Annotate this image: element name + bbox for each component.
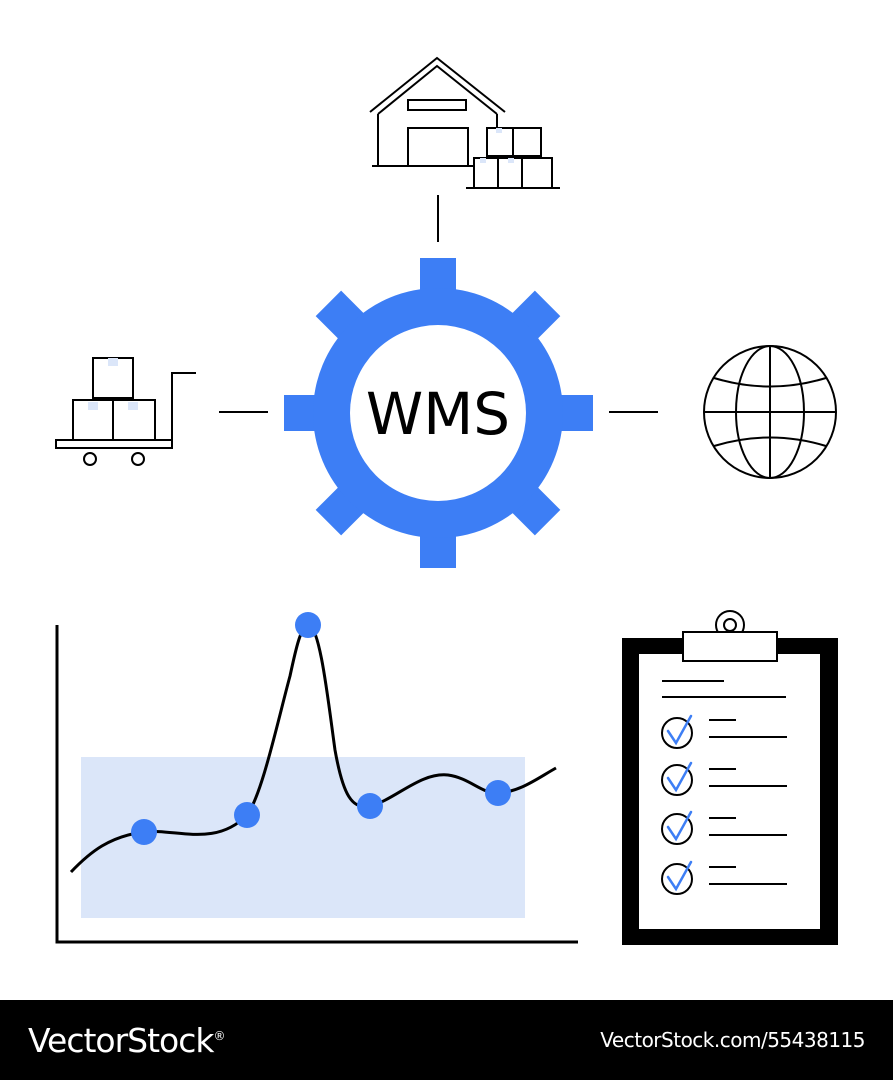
brand-logo: VectorStock® bbox=[28, 1020, 226, 1060]
warehouse-icon bbox=[369, 56, 560, 242]
chart-axes bbox=[55, 625, 578, 944]
chart-series-line bbox=[69, 623, 557, 874]
chart-point bbox=[357, 793, 383, 819]
clipboard-checklist-icon bbox=[622, 610, 838, 945]
illustration: WMS bbox=[55, 56, 838, 945]
globe-icon bbox=[609, 345, 837, 479]
gear-icon: WMS bbox=[284, 258, 593, 568]
brand-mark: ® bbox=[213, 1028, 226, 1043]
stock-id: VectorStock.com/55438115 bbox=[600, 1028, 865, 1052]
gear-label: WMS bbox=[366, 380, 510, 448]
chart-point bbox=[295, 612, 321, 638]
footer-bar: VectorStock® VectorStock.com/55438115 bbox=[0, 1000, 893, 1080]
chart-point bbox=[131, 819, 157, 845]
hand-truck-icon bbox=[55, 357, 268, 466]
chart-point bbox=[234, 802, 260, 828]
checkmark-icon bbox=[666, 714, 693, 892]
line-chart-icon bbox=[55, 612, 578, 944]
chart-point bbox=[485, 780, 511, 806]
brand-name: VectorStock bbox=[28, 1020, 214, 1060]
